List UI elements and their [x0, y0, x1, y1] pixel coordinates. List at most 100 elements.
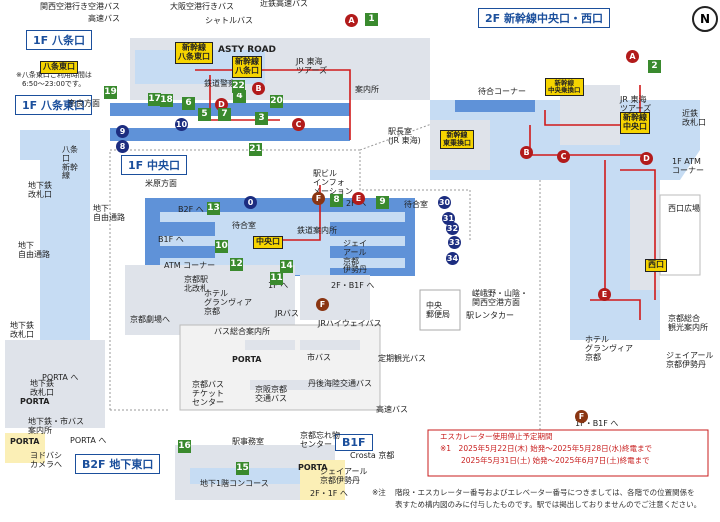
- wasuremono-center: 京都忘れ物 センター: [300, 431, 340, 449]
- exit-marker-5: 5: [198, 108, 211, 121]
- escalator-e-1: E: [352, 192, 365, 205]
- escalator-d-2: D: [640, 152, 653, 165]
- machiai-corner: 待合コーナー: [478, 87, 526, 96]
- b2f-he: B2F へ: [178, 205, 204, 214]
- section-shinkansen-2f: 2F 新幹線中央口・西口: [478, 8, 610, 28]
- track-31: 31: [442, 212, 455, 225]
- maibara-direction: 米原方面: [145, 179, 177, 188]
- exit-marker-7: 7: [218, 108, 231, 121]
- footnote-line-2: 表すため構内図のみに付与したものです。駅では掲出しておりませんのでご注意ください…: [395, 500, 702, 509]
- sagano-direction: 嵯峨野・山陰・ 関西空港方面: [472, 289, 528, 307]
- gate-chuo: 中央口: [253, 236, 283, 249]
- exit-marker-15: 15: [236, 462, 249, 475]
- f1-he: 1F へ: [268, 281, 289, 290]
- escalator-f-3: F: [312, 192, 325, 205]
- kintetsu-express-label: 近鉄高速バス: [260, 0, 308, 8]
- section-b2f-east: B2F 地下東口: [75, 454, 161, 474]
- gate-shinkansen-chuo: 新幹線 中央口: [620, 112, 650, 134]
- section-b1f: B1F: [335, 434, 373, 451]
- chika-jiyu-1: 地下 自由通路: [18, 241, 50, 259]
- tango-bus: 丹後海陸交通バス: [308, 379, 372, 388]
- jr-tokai-tours: JR 東海 ツアーズ: [296, 57, 328, 75]
- bus-terminal: [179, 324, 381, 411]
- track-30: 30: [438, 196, 451, 209]
- city-bus-ticket: 京都バス チケット センター: [192, 380, 224, 407]
- exit-marker-17: 17: [148, 93, 161, 106]
- escalator-a-1: A: [345, 14, 358, 27]
- hours-note-1: ※八条東口ご利用時間は: [16, 71, 92, 79]
- bus-info: バス総合案内所: [214, 327, 270, 336]
- yodobashi: ヨドバシ カメラへ: [30, 451, 62, 469]
- osaka-airport-bus-label: 大阪空港行きバス: [170, 2, 234, 11]
- escalator-c-1: C: [292, 118, 305, 131]
- section-hachijo-east: 1F 八条東口: [15, 95, 92, 115]
- shuttle-bus-label: シャトルバス: [205, 16, 253, 25]
- highway-bus: JRハイウェイバス: [318, 319, 382, 328]
- express-bus-label: 高速バス: [88, 14, 120, 23]
- exit-marker-9: 9: [376, 196, 389, 209]
- kyoto-gekijo: 京都劇場へ: [130, 315, 170, 324]
- chika-tetsu-3: 地下鉄 改札口: [28, 181, 52, 199]
- kita-kaisatsu: 京都駅 北改札: [184, 275, 208, 293]
- notice-box: [427, 429, 709, 477]
- station-building-info: 駅ビル インフォ メーション: [313, 169, 353, 196]
- atm-corner: ATM コーナー: [164, 261, 216, 270]
- escalator-f-2: F: [575, 410, 588, 423]
- track-10: 10: [175, 118, 188, 131]
- tetsudo-keisatsu: 鉄道警察: [204, 79, 236, 88]
- jr-tokai-tours-2f: JR 東海 ツアーズ: [620, 95, 652, 113]
- section-chuo-1f: 1F 中央口: [121, 155, 187, 175]
- porta-left-1: PORTA: [20, 397, 50, 406]
- porta-left-2: PORTA: [10, 437, 40, 446]
- hotel-granvia: ホテル グランヴィア 京都: [204, 289, 252, 316]
- hotel-granvia-west: ホテル グランヴィア 京都: [585, 335, 633, 362]
- chika-jiyu-2: 地下 自由通路: [93, 204, 125, 222]
- escalator-c-2: C: [557, 150, 570, 163]
- exit-marker-2: 2: [648, 60, 661, 73]
- porta-center: PORTA: [232, 355, 262, 364]
- f1-b1f-he: 1F・B1F へ: [575, 419, 619, 428]
- compass-icon: N: [692, 6, 718, 32]
- annaijo: 案内所: [355, 85, 379, 94]
- exit-marker-10: 10: [215, 240, 228, 253]
- exit-marker-18: 18: [160, 94, 173, 107]
- exit-marker-21: 21: [249, 143, 262, 156]
- teiki-kanko: 定期観光バス: [378, 354, 426, 363]
- nara-direction: 奈良方面: [68, 99, 100, 108]
- station-master: 駅長室 (JR 東海): [388, 127, 421, 145]
- track-9: 9: [116, 125, 129, 138]
- f2-b1f-he: 2F・B1F へ: [331, 281, 375, 290]
- machiai-chuo: 待合室: [232, 221, 256, 230]
- gate-shinkansen-chuo-transfer: 新幹線 中央乗換口: [545, 78, 584, 97]
- highway-bus-2: 高速バス: [376, 405, 408, 414]
- section-hachijo-1f: 1F 八条口: [26, 30, 92, 50]
- chuo-shops: [125, 265, 295, 335]
- platform-hachijo-1: [110, 128, 350, 141]
- exit-marker-20: 20: [270, 95, 283, 108]
- chika-tetsu-1: 地下鉄 改札口: [10, 321, 34, 339]
- exit-marker-11: 11: [270, 272, 283, 285]
- post-office-block: [419, 289, 461, 331]
- jr-isetan-3: ジェイアール 京都伊勢丹: [320, 467, 368, 485]
- exit-marker-19: 19: [104, 86, 117, 99]
- porta-he-2: PORTA へ: [70, 436, 107, 445]
- b1f-he: B1F へ: [158, 235, 184, 244]
- kyoto-tourist-info: 京都総合 観光案内所: [668, 314, 708, 332]
- chika-tetsu-2: 地下鉄 改札口: [30, 379, 54, 397]
- exit-marker-22: 22: [232, 80, 245, 93]
- city-bus: 市バス: [307, 353, 331, 362]
- notice-line-1: ※1 2025年5月22日(木) 始発～2025年5月28日(水)終電まで: [440, 444, 652, 453]
- exit-marker-1: 1: [365, 13, 378, 26]
- asty-road-label: ASTY ROAD: [218, 45, 277, 55]
- machiai-room: 待合室: [404, 200, 428, 209]
- escalator-b-2: B: [520, 146, 533, 159]
- gate-shinkansen-hachijo: 新幹線 八条口: [232, 56, 262, 78]
- gate-west: 西口: [645, 259, 667, 272]
- atm-corner-1f: 1F ATM コーナー: [672, 157, 704, 175]
- hours-note-2: 6:50～23:00です。: [22, 80, 86, 88]
- track-34: 34: [446, 252, 459, 265]
- chika-concourse: 地下1階コンコース: [200, 479, 269, 488]
- kintetsu-kaisatsu: 近鉄 改札口: [682, 109, 706, 127]
- compass-label: N: [699, 12, 711, 26]
- exit-marker-8: 8: [330, 194, 343, 207]
